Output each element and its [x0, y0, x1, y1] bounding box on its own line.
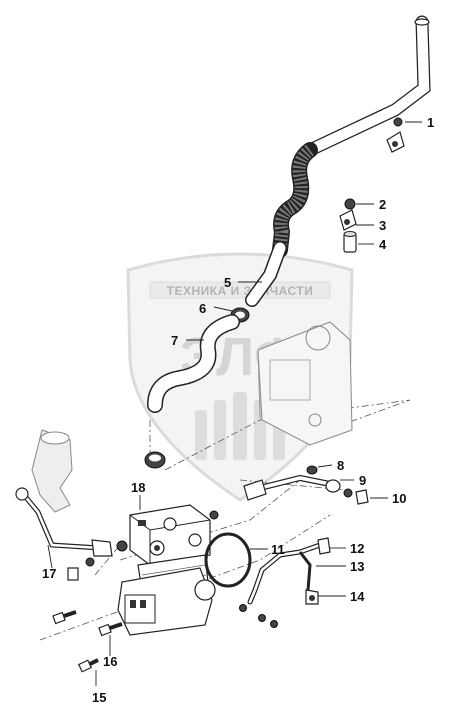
- callout-10: 10: [392, 491, 406, 506]
- callout-13: 13: [350, 559, 364, 574]
- callout-15: 15: [92, 690, 106, 705]
- bolt-16: [52, 610, 123, 637]
- corrugated-hose: [272, 142, 318, 258]
- callout-labels: 1 2 3 4 5 6 7 8 9 10 11 12 13 14 15 16 1…: [42, 115, 434, 705]
- rod-17: [15, 487, 128, 581]
- bolt-2: [344, 198, 356, 210]
- hose-7: [147, 314, 240, 413]
- callout-16: 16: [103, 654, 117, 669]
- callout-18: 18: [131, 480, 145, 495]
- callout-9: 9: [359, 473, 366, 488]
- hose-5: [245, 241, 287, 307]
- callout-5: 5: [224, 275, 231, 290]
- callout-17: 17: [42, 566, 56, 581]
- washers: [209, 510, 278, 628]
- banjo-bolt-10: [343, 488, 369, 505]
- fitting-14: [305, 589, 319, 605]
- bolt-15: [77, 658, 99, 673]
- callout-2: 2: [379, 197, 386, 212]
- watermark-brand-text: ТЕХНИКА И ЗАПЧАСТИ: [167, 284, 314, 298]
- callout-14: 14: [350, 589, 365, 604]
- air-compressor: [117, 504, 216, 636]
- callout-12: 12: [350, 541, 364, 556]
- bracket-1: [386, 117, 405, 153]
- callout-6: 6: [199, 301, 206, 316]
- callout-8: 8: [337, 458, 344, 473]
- sleeve-4: [343, 231, 357, 253]
- mounting-bracket: [31, 429, 73, 513]
- callout-11: 11: [271, 542, 285, 557]
- callout-7: 7: [171, 333, 178, 348]
- clamp-lower: [144, 451, 166, 469]
- leader-lines: [47, 121, 422, 686]
- fitting-12: [317, 537, 331, 555]
- callout-3: 3: [379, 218, 386, 233]
- callout-4: 4: [379, 237, 387, 252]
- callout-1: 1: [427, 115, 434, 130]
- seal-ring-11: [204, 532, 252, 588]
- clamp-3: [339, 209, 357, 231]
- pipe-9: [243, 474, 341, 501]
- seal-8: [306, 465, 318, 475]
- gearbox-housing: [257, 321, 353, 446]
- line-13: [247, 542, 323, 605]
- long-pipe: [303, 15, 431, 157]
